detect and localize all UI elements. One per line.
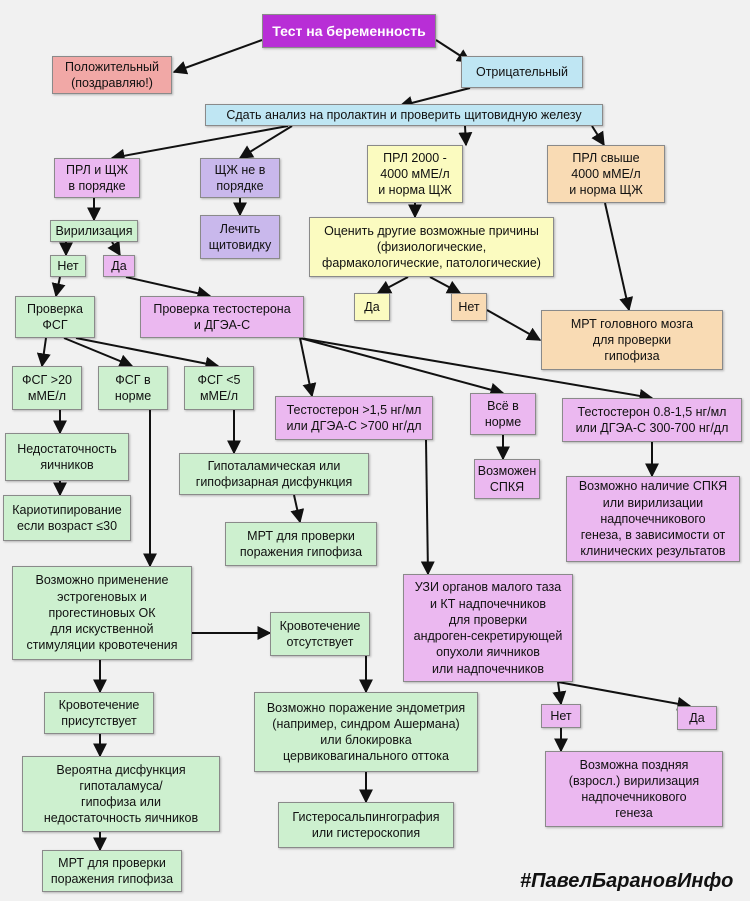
connector-arrow	[604, 202, 634, 312]
node-testo-high: Тестостерон >1,5 нг/мл или ДГЭА-С >700 н…	[275, 396, 433, 440]
node-vir-no: Нет	[50, 255, 86, 277]
connector-arrow	[486, 309, 542, 341]
node-hypo-dysf: Гипоталамическая или гипофизарная дисфун…	[179, 453, 369, 495]
node-virilization: Вирилизация	[50, 220, 138, 242]
node-prolactin: Сдать анализ на пролактин и проверить щи…	[205, 104, 603, 126]
node-mri-pit1: МРТ для проверки поражения гипофиза	[225, 522, 377, 566]
node-causes-no: Нет	[451, 293, 487, 321]
author-hashtag: #ПавелБарановИнфо	[520, 870, 734, 892]
connector-arrow	[290, 494, 305, 524]
node-uzi-yes: Да	[677, 706, 717, 730]
node-mri-brain: МРТ головного мозга для проверки гипофиз…	[541, 310, 723, 370]
node-treat-thyroid: Лечить щитовидку	[200, 215, 280, 259]
node-pcos: Возможен СПКЯ	[474, 459, 540, 499]
connector-arrow	[75, 337, 220, 371]
node-vir-yes: Да	[103, 255, 135, 277]
connector-arrow	[110, 125, 289, 163]
node-ovarian-insuff: Недостаточность яичников	[5, 433, 129, 481]
connector-arrow	[125, 276, 212, 301]
node-uzi: УЗИ органов малого таза и КТ надпочечник…	[403, 574, 573, 682]
connector-arrow	[238, 125, 293, 159]
node-late-vir: Возможна поздняя (взросл.) вирилизация н…	[545, 751, 723, 827]
node-uzi-no: Нет	[541, 704, 581, 728]
node-tsh-bad: ЩЖ не в порядке	[200, 158, 280, 198]
node-prl-4000: ПРЛ свыше 4000 мМЕ/л и норма ЩЖ	[547, 145, 665, 203]
connector-arrow	[299, 337, 317, 398]
connector-arrow	[299, 337, 654, 403]
node-fsh-norm: ФСГ в норме	[98, 366, 168, 410]
node-fsh-high: ФСГ >20 мМЕ/л	[12, 366, 82, 410]
connector-arrow	[429, 276, 462, 294]
connector-arrow	[552, 681, 567, 706]
node-hypo-dysf2: Вероятна дисфункция гипоталамуса/ гипофи…	[22, 756, 220, 832]
connector-arrow	[591, 125, 605, 147]
connector-arrow	[398, 87, 471, 110]
node-hsg: Гистеросальпингография или гистероскопия	[278, 802, 454, 848]
connector-arrow	[458, 125, 473, 147]
node-no-bleed: Кровотечение отсутствует	[270, 612, 370, 656]
node-all-norm: Всё в норме	[470, 393, 536, 435]
node-pcos-possible: Возможно наличие СПКЯ или вирилизации на…	[566, 476, 740, 562]
node-estrogen: Возможно применение эстрогеновых и проге…	[12, 566, 192, 660]
node-endometrium: Возможно поражение эндометрия (например,…	[254, 692, 478, 772]
connector-arrow	[299, 337, 505, 397]
node-fsh-check: Проверка ФСГ	[15, 296, 95, 338]
node-negative: Отрицательный	[461, 56, 583, 88]
node-causes-yes: Да	[354, 293, 390, 321]
node-karyotype: Кариотипирование если возраст ≤30	[3, 495, 131, 541]
node-bleed: Кровотечение присутствует	[44, 692, 154, 734]
connector-arrow	[107, 240, 121, 257]
node-root: Тест на беременность	[262, 14, 436, 48]
connector-arrow	[36, 337, 51, 368]
connector-arrow	[557, 681, 692, 711]
connector-arrow	[51, 276, 66, 298]
node-testo-mid: Тестостерон 0.8-1,5 нг/мл или ДГЭА-С 300…	[562, 398, 742, 442]
node-mri-pit2: МРТ для проверки поражения гипофиза	[42, 850, 182, 892]
connector-arrow	[376, 276, 409, 294]
node-prl-2000: ПРЛ 2000 - 4000 мМЕ/л и норма ЩЖ	[367, 145, 463, 203]
node-fsh-low: ФСГ <5 мМЕ/л	[184, 366, 254, 410]
node-testo-check: Проверка тестостерона и ДГЭА-С	[140, 296, 304, 338]
node-prl-ok: ПРЛ и ЩЖ в порядке	[54, 158, 140, 198]
connector-arrow	[172, 39, 263, 75]
connector-arrow	[63, 337, 134, 368]
node-positive: Положительный (поздравляю!)	[52, 56, 172, 94]
node-other-causes: Оценить другие возможные причины (физиол…	[309, 217, 554, 277]
connector-arrow	[420, 439, 435, 576]
